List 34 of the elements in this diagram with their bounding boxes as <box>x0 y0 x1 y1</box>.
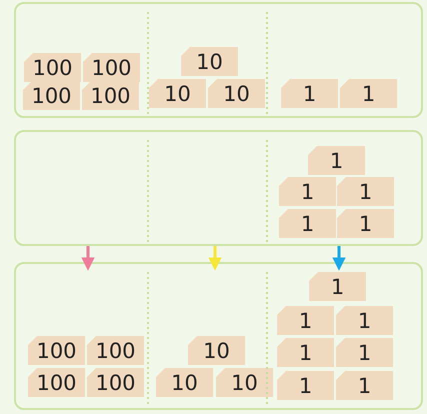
place-value-card: 10 <box>216 368 273 397</box>
arrow <box>332 246 346 271</box>
place-value-card: 100 <box>82 81 139 110</box>
place-value-card: 1 <box>281 79 338 108</box>
place-value-card: 10 <box>149 79 206 108</box>
place-value-card: 100 <box>87 368 144 397</box>
place-value-card: 1 <box>277 306 334 335</box>
place-value-card: 1 <box>340 79 397 108</box>
place-value-card: 1 <box>337 177 394 206</box>
place-value-card: 1 <box>336 371 393 400</box>
panel <box>14 262 423 410</box>
place-value-card: 1 <box>277 338 334 367</box>
panel <box>14 130 423 246</box>
place-value-card: 1 <box>336 338 393 367</box>
place-value-card: 10 <box>188 336 245 365</box>
place-value-card: 100 <box>28 336 85 365</box>
place-value-card: 1 <box>277 371 334 400</box>
place-value-card: 10 <box>208 79 265 108</box>
place-value-card: 1 <box>308 146 365 175</box>
arrow <box>81 246 95 271</box>
panel <box>14 2 423 118</box>
place-value-card: 1 <box>336 306 393 335</box>
place-value-card: 100 <box>24 53 81 82</box>
place-value-card: 100 <box>23 81 80 110</box>
place-value-card: 100 <box>83 53 140 82</box>
place-value-card: 100 <box>87 336 144 365</box>
place-value-card: 1 <box>309 272 366 301</box>
place-value-card: 10 <box>156 368 213 397</box>
place-value-card: 1 <box>279 177 336 206</box>
place-value-card: 10 <box>181 47 238 76</box>
place-value-card: 1 <box>337 209 394 238</box>
place-value-card: 1 <box>279 209 336 238</box>
place-value-card: 100 <box>28 368 85 397</box>
arrow <box>208 246 222 271</box>
